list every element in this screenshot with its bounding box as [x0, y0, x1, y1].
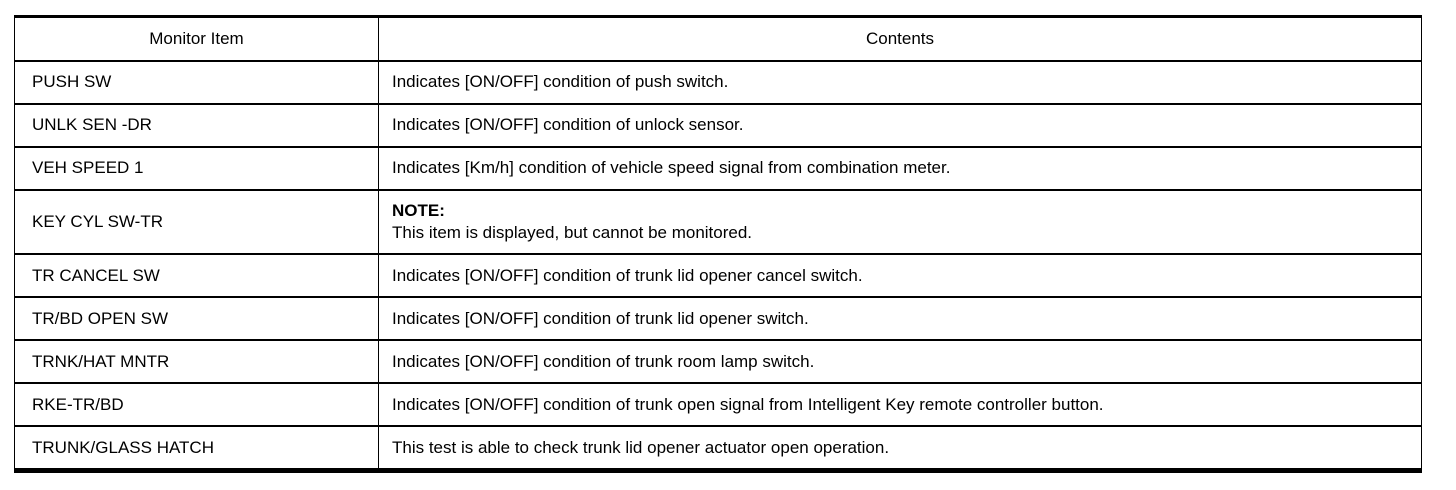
note-text: This item is displayed, but cannot be mo… — [392, 223, 753, 243]
monitor-item-cell: VEH SPEED 1 — [14, 147, 379, 191]
monitor-item-cell: PUSH SW — [14, 61, 379, 105]
contents-cell: Indicates [ON/OFF] condition of trunk li… — [378, 297, 1422, 342]
table-row: RKE-TR/BD Indicates [ON/OFF] condition o… — [14, 383, 1422, 428]
monitor-item-cell: TRUNK/GLASS HATCH — [14, 426, 379, 472]
monitor-item-cell: TRNK/HAT MNTR — [14, 340, 379, 385]
contents-cell: This test is able to check trunk lid ope… — [378, 426, 1422, 472]
column-header-monitor-item: Monitor Item — [14, 16, 379, 62]
monitor-item-cell: TR/BD OPEN SW — [14, 297, 379, 342]
note-label: NOTE: — [392, 201, 445, 220]
contents-cell: Indicates [Km/h] condition of vehicle sp… — [378, 147, 1422, 191]
table-row: KEY CYL SW-TR NOTE: This item is display… — [14, 190, 1422, 256]
column-header-contents: Contents — [378, 16, 1422, 62]
contents-cell: Indicates [ON/OFF] condition of push swi… — [378, 61, 1422, 105]
monitor-item-table: Monitor Item Contents PUSH SW Indicates … — [14, 15, 1422, 474]
table-header: Monitor Item Contents — [14, 16, 1422, 62]
contents-cell: NOTE: This item is displayed, but cannot… — [378, 190, 1422, 256]
contents-cell: Indicates [ON/OFF] condition of trunk op… — [378, 383, 1422, 428]
table-body: PUSH SW Indicates [ON/OFF] condition of … — [14, 61, 1422, 472]
header-row: Monitor Item Contents — [14, 16, 1422, 62]
table-row: VEH SPEED 1 Indicates [Km/h] condition o… — [14, 147, 1422, 191]
monitor-item-cell: RKE-TR/BD — [14, 383, 379, 428]
table-row: TRNK/HAT MNTR Indicates [ON/OFF] conditi… — [14, 340, 1422, 385]
table-row: TR/BD OPEN SW Indicates [ON/OFF] conditi… — [14, 297, 1422, 342]
monitor-item-cell: KEY CYL SW-TR — [14, 190, 379, 256]
table-row: TR CANCEL SW Indicates [ON/OFF] conditio… — [14, 254, 1422, 299]
table-row: UNLK SEN -DR Indicates [ON/OFF] conditio… — [14, 104, 1422, 148]
contents-cell: Indicates [ON/OFF] condition of unlock s… — [378, 104, 1422, 148]
monitor-item-cell: UNLK SEN -DR — [14, 104, 379, 148]
monitor-item-cell: TR CANCEL SW — [14, 254, 379, 299]
contents-cell: Indicates [ON/OFF] condition of trunk li… — [378, 254, 1422, 299]
table-row: TRUNK/GLASS HATCH This test is able to c… — [14, 426, 1422, 472]
contents-cell: Indicates [ON/OFF] condition of trunk ro… — [378, 340, 1422, 385]
table-row: PUSH SW Indicates [ON/OFF] condition of … — [14, 61, 1422, 105]
